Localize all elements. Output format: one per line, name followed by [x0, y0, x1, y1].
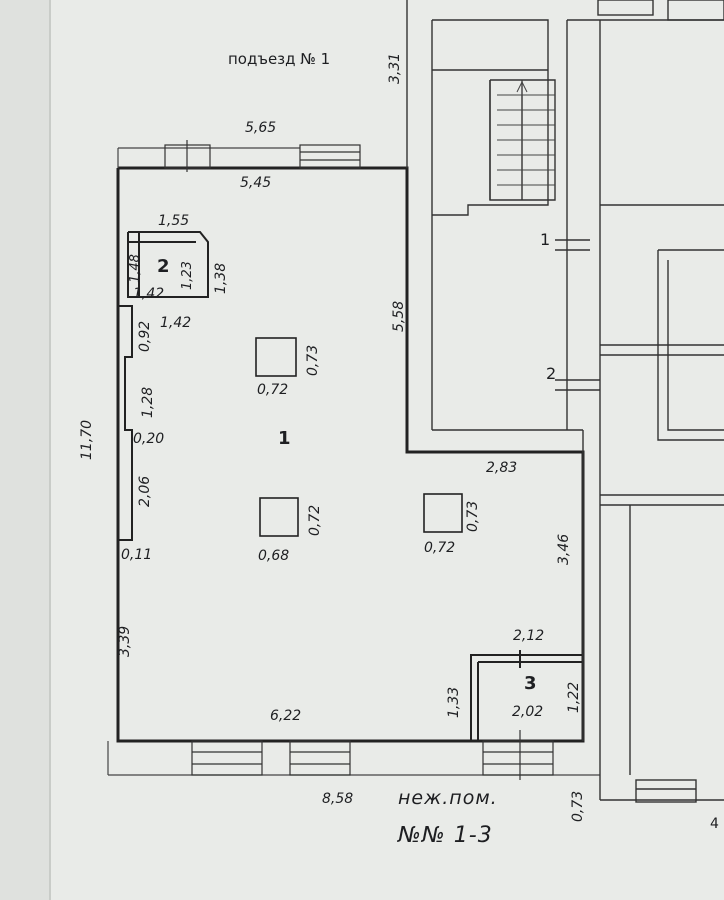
dim-0-20: 0,20: [133, 431, 165, 447]
dim-5-45: 5,45: [240, 175, 272, 191]
dim-1-42-a: 1,42: [133, 286, 165, 302]
bottom-window-left: [191, 740, 263, 776]
dim-2-83: 2,83: [486, 460, 518, 476]
dim-2-06: 2,06: [137, 475, 153, 507]
dim-1-33: 1,33: [446, 686, 462, 718]
bottom-window-right: [482, 730, 554, 780]
dim-1-23: 1,23: [180, 261, 195, 290]
dim-6-22: 6,22: [270, 708, 302, 724]
dim-0-68: 0,68: [258, 548, 290, 564]
dim-2-02: 2,02: [512, 704, 544, 720]
dim-5-65: 5,65: [245, 120, 277, 136]
dim-0-73-c: 0,73: [570, 790, 586, 822]
room-3-number: 3: [524, 673, 537, 694]
premises-label: неж.пом.: [398, 787, 498, 809]
dim-4: 4: [710, 816, 719, 832]
dim-2-12: 2,12: [513, 628, 545, 644]
dim-0-73-b: 0,73: [465, 500, 481, 532]
stair-label-1: 1: [540, 230, 551, 249]
dim-3-31: 3,31: [387, 52, 403, 84]
dim-1-38: 1,38: [213, 262, 229, 294]
dim-0-11: 0,11: [121, 547, 153, 563]
column-3: [423, 493, 463, 533]
room-2-outline: [127, 231, 209, 298]
dim-3-39: 3,39: [117, 625, 133, 657]
dim-1-42-b: 1,42: [160, 315, 192, 331]
dim-3-46: 3,46: [556, 533, 572, 565]
column-1: [255, 337, 297, 377]
dim-11-70: 11,70: [79, 419, 95, 460]
dim-1-55: 1,55: [158, 213, 190, 229]
dim-8-58: 8,58: [322, 791, 354, 807]
stair-label-2: 2: [546, 364, 557, 383]
room-2-number: 2: [157, 256, 170, 277]
dim-1-28: 1,28: [140, 386, 156, 418]
dim-0-73-a: 0,73: [305, 344, 321, 376]
top-window-left: [164, 140, 211, 172]
dim-5-58: 5,58: [391, 300, 407, 332]
column-2: [259, 497, 299, 537]
dim-1-48: 1,48: [128, 254, 143, 283]
room-1-number: 1: [278, 428, 291, 449]
bottom-window-center: [289, 740, 351, 776]
dim-0-72-a: 0,72: [257, 382, 289, 398]
top-window-right: [299, 144, 361, 169]
dim-0-72-c: 0,72: [424, 540, 456, 556]
premises-numbers: №№ 1-3: [398, 823, 493, 848]
dim-0-72-b: 0,72: [307, 504, 323, 536]
dim-1-22: 1,22: [566, 681, 582, 713]
room-3-outline: [470, 650, 583, 741]
dim-0-92: 0,92: [137, 320, 153, 352]
entrance-label: подъезд № 1: [228, 50, 331, 68]
